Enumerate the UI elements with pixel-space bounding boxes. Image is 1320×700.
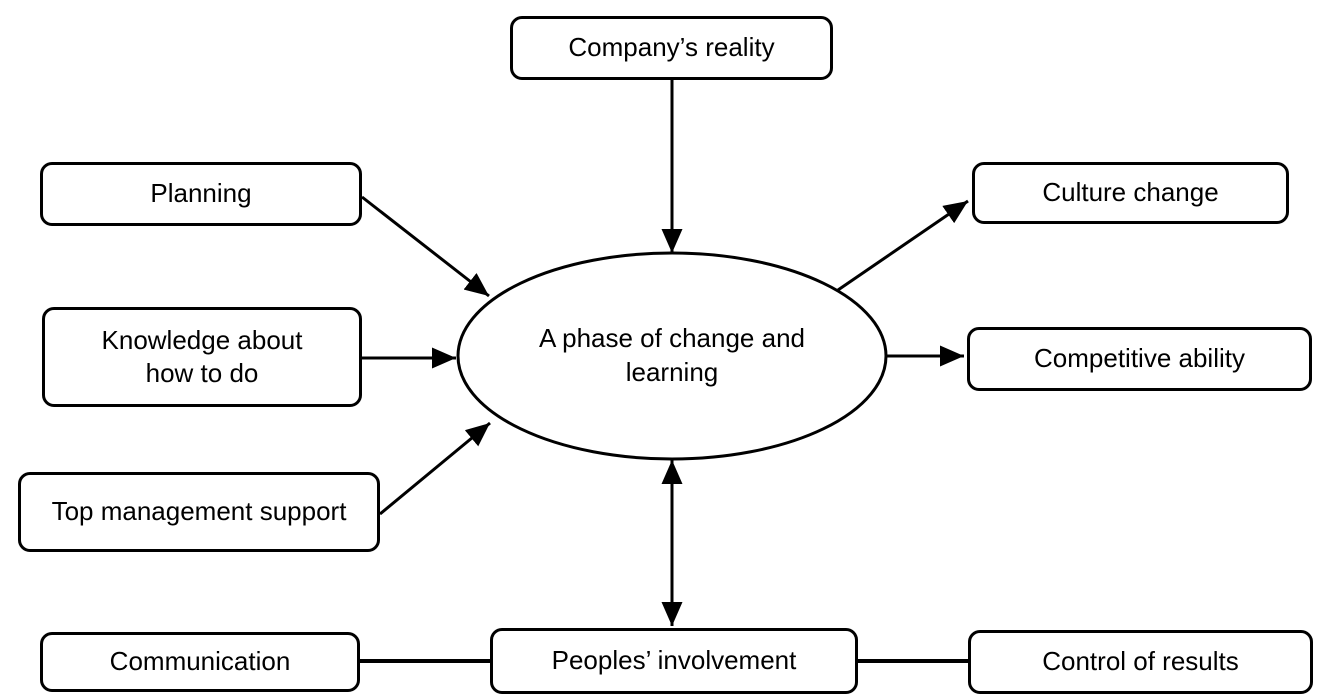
arrow-center-to-culture-change: [837, 199, 969, 292]
node-label: Company’s reality: [568, 32, 775, 63]
arrow-planning-to-center: [361, 195, 490, 298]
node-knowledge-about-how-to-do: Knowledge about how to do: [42, 307, 362, 407]
center-label-text: A phase of change and learning: [538, 323, 805, 387]
node-label: Top management support: [51, 496, 347, 527]
node-label: Communication: [109, 646, 291, 677]
arrow-top-management-to-center: [379, 421, 491, 516]
node-label: Control of results: [1042, 646, 1239, 677]
center-ellipse-label: A phase of change and learning: [532, 306, 812, 406]
node-planning: Planning: [40, 162, 362, 226]
node-peoples-involvement: Peoples’ involvement: [490, 628, 858, 694]
node-communication: Communication: [40, 632, 360, 692]
node-competitive-ability: Competitive ability: [967, 327, 1312, 391]
node-label: Competitive ability: [1034, 343, 1245, 374]
node-label: Peoples’ involvement: [551, 645, 797, 676]
node-top-management-support: Top management support: [18, 472, 380, 552]
node-culture-change: Culture change: [972, 162, 1289, 224]
node-company-reality: Company’s reality: [510, 16, 833, 80]
node-label: Knowledge about how to do: [101, 324, 303, 388]
node-label: Planning: [150, 178, 252, 209]
node-control-of-results: Control of results: [968, 630, 1313, 694]
node-label: Culture change: [1042, 177, 1219, 208]
center-ellipse: [456, 251, 888, 461]
